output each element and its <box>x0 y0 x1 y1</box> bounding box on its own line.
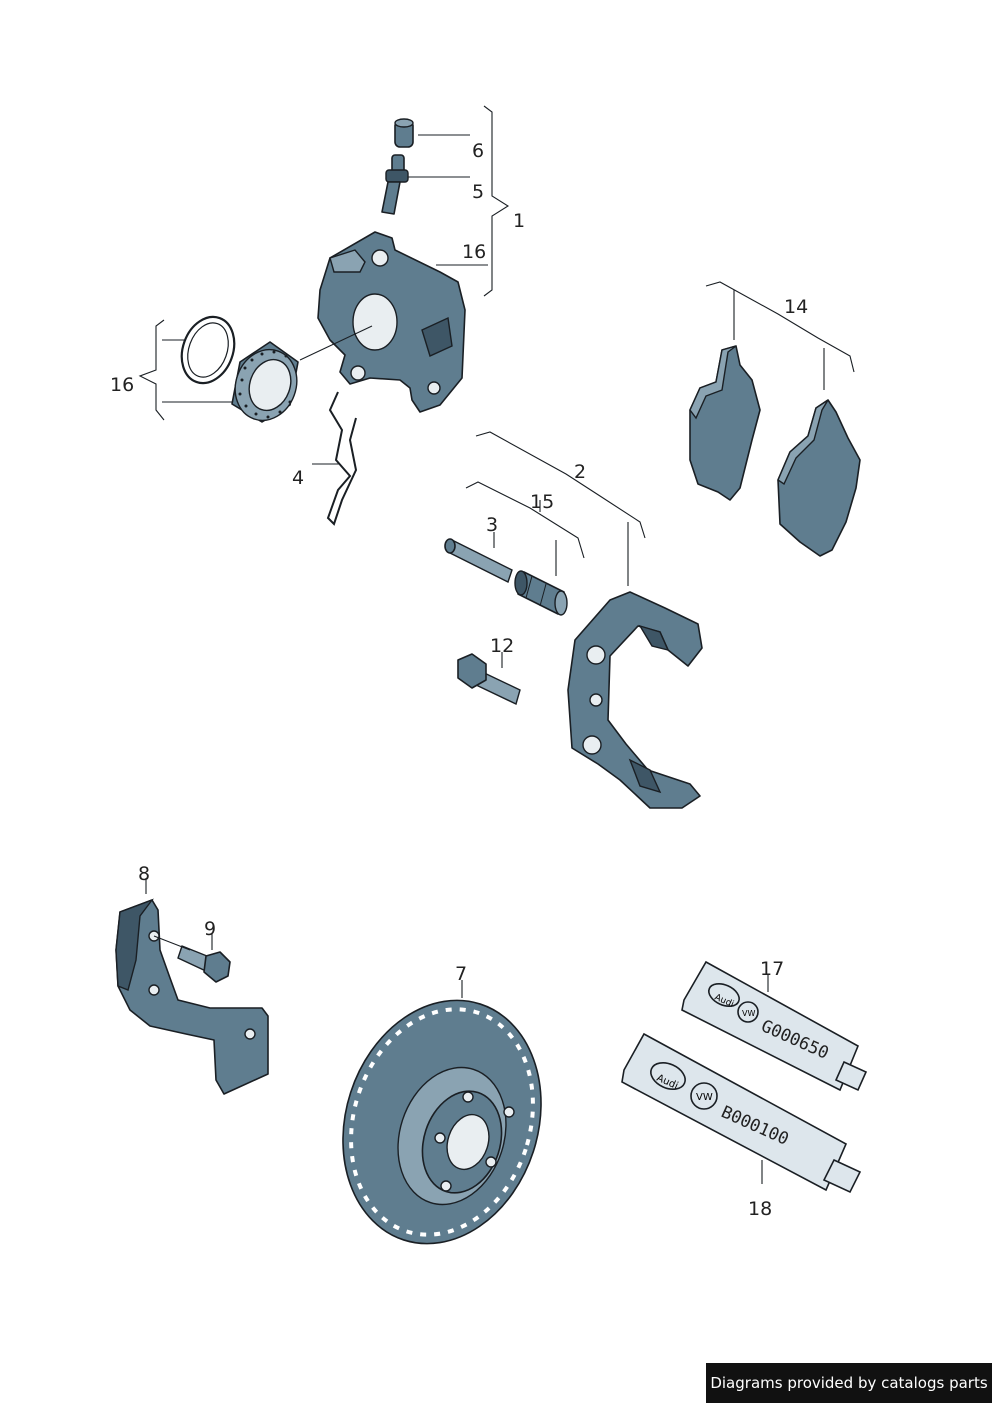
callout-17: 17 <box>760 958 784 980</box>
callout-16-left: 16 <box>110 374 134 396</box>
brake-pad-left <box>689 345 761 501</box>
callout-5: 5 <box>472 181 484 203</box>
guide-sleeve <box>514 570 568 616</box>
tube-17-brand-b: VW <box>742 1009 755 1018</box>
bleeder-cap <box>394 118 414 148</box>
callout-4: 4 <box>292 467 304 489</box>
callout-14: 14 <box>784 296 808 318</box>
carrier-bolt <box>457 653 521 705</box>
shield-bolt <box>177 945 231 983</box>
grease-tube-18: B000100 Audi VW <box>621 1032 862 1194</box>
brake-pad-right <box>777 399 861 557</box>
callout-8: 8 <box>138 863 150 885</box>
brake-disc <box>342 999 542 1245</box>
piston-seal-ring <box>180 315 236 385</box>
callout-1: 1 <box>513 210 525 232</box>
caliper-carrier <box>567 591 703 809</box>
brake-caliper-housing <box>317 231 466 413</box>
brake-piston <box>231 341 299 423</box>
grease-tube-17: G000650 Audi VW <box>681 960 868 1092</box>
callout-12: 12 <box>490 635 514 657</box>
bleeder-valve <box>381 154 409 215</box>
callout-9: 9 <box>204 918 216 940</box>
retaining-spring <box>326 391 358 526</box>
callout-3: 3 <box>486 514 498 536</box>
callout-16-upper: 16 <box>462 241 486 263</box>
splash-shield <box>115 898 269 1095</box>
footer-text: Diagrams provided by catalogs parts <box>710 1374 988 1392</box>
tube-18-brand-b: VW <box>696 1092 713 1103</box>
attribution-footer: Diagrams provided by catalogs parts <box>706 1363 992 1403</box>
callout-6: 6 <box>472 140 484 162</box>
callout-15: 15 <box>530 491 554 513</box>
guide-pin <box>444 538 513 583</box>
callout-7: 7 <box>455 963 467 985</box>
callout-18: 18 <box>748 1198 772 1220</box>
callout-2: 2 <box>574 461 586 483</box>
